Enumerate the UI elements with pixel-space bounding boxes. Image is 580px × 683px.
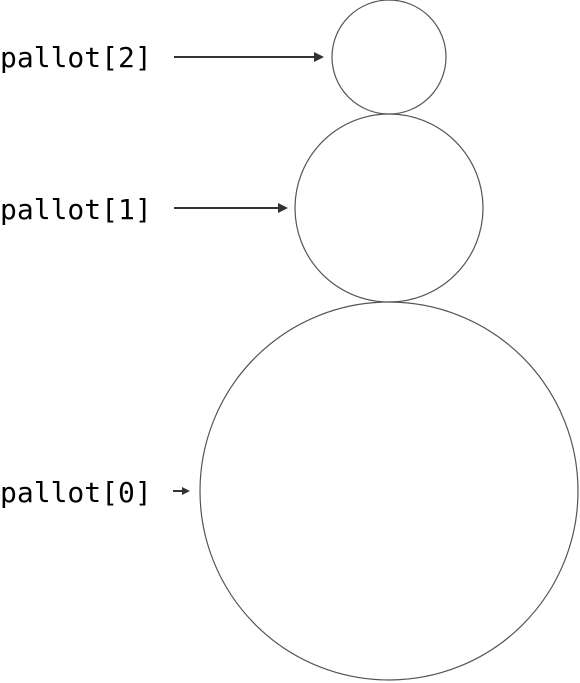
pallot-2-circle — [331, 0, 447, 115]
pallot-2-label: pallot[2] — [0, 41, 152, 74]
pallot-0-circle — [199, 301, 579, 681]
pallot-1-label: pallot[1] — [0, 193, 152, 226]
pallot-0-label: pallot[0] — [0, 476, 152, 509]
pallot-0-arrow — [173, 487, 190, 495]
pallot-1-arrow — [174, 203, 288, 213]
pallot-1-circle — [294, 113, 484, 303]
pallot-2-arrow — [174, 52, 324, 62]
